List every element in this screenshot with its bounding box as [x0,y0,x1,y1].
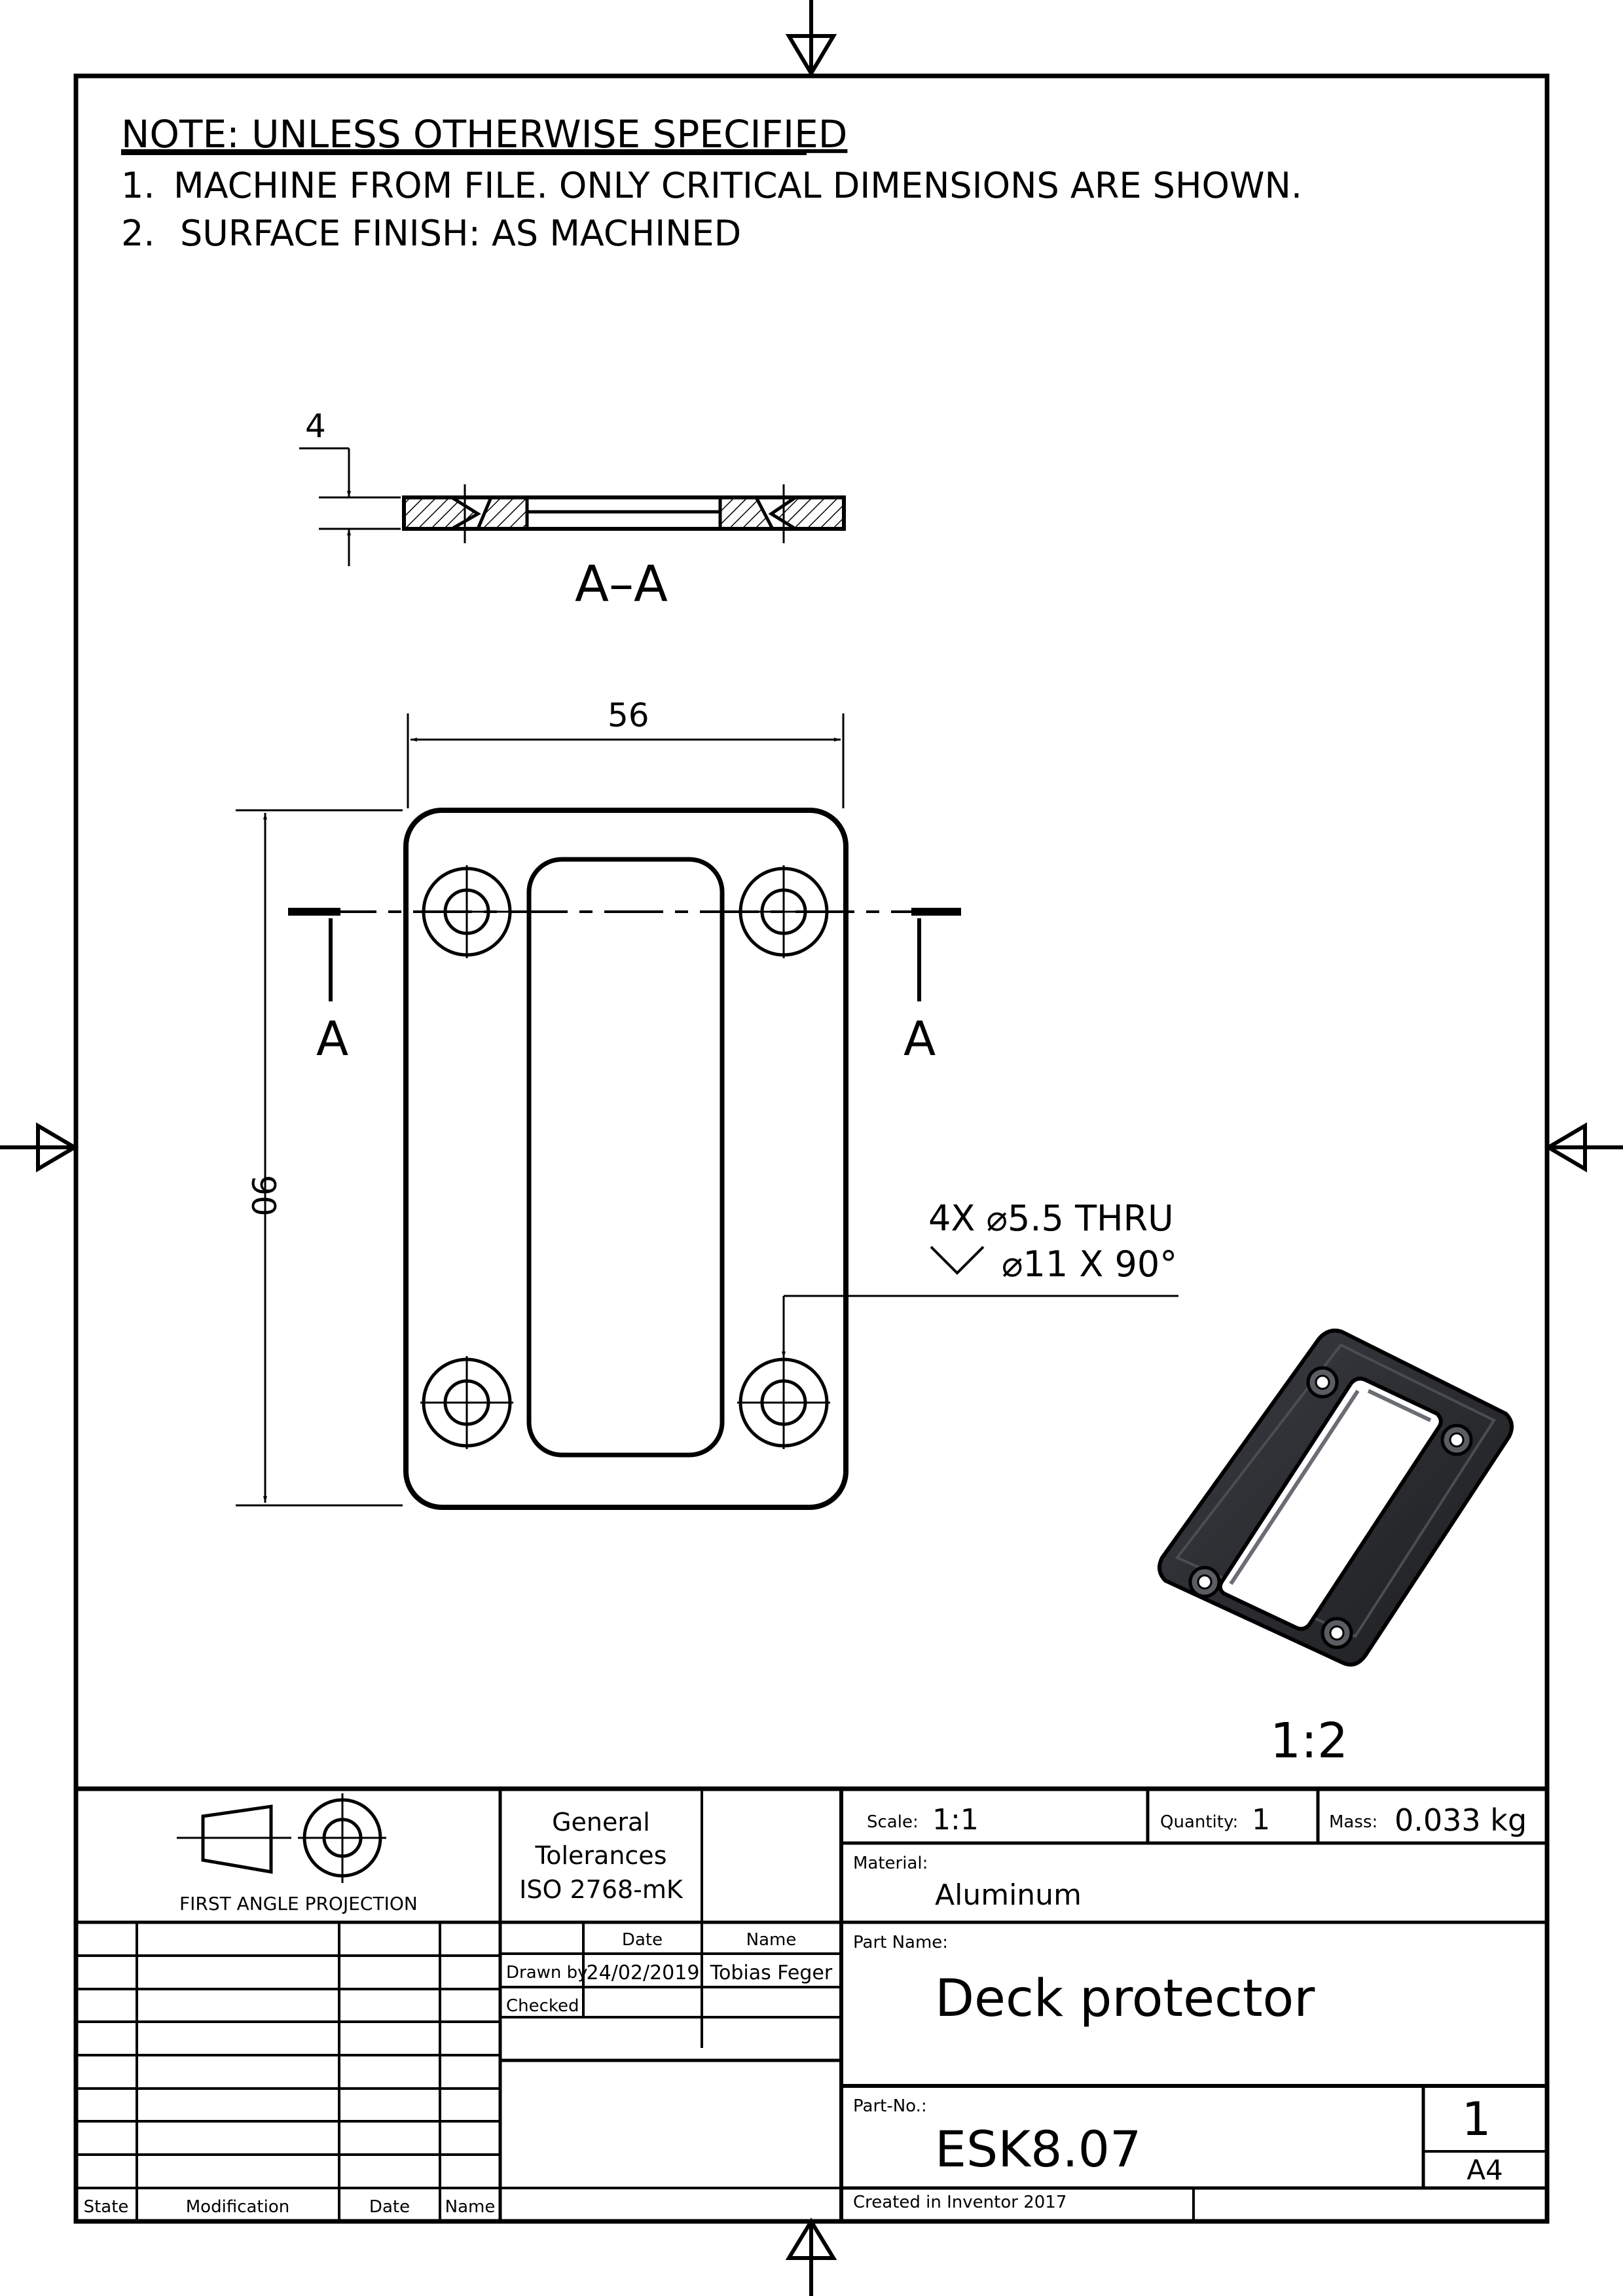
first-angle-projection-symbol [177,1793,386,1883]
revision-header-date: Date [369,2197,410,2217]
countersink-symbol [930,1246,985,1275]
checked-label: Checked [506,1996,579,2016]
hole-bottom-left [420,1356,513,1449]
plate-outline [403,808,848,1510]
tolerances-line1: General [552,1808,650,1837]
note-1-number: 1. [121,165,155,206]
sheet-size: A4 [1467,2154,1503,2186]
hole-callout-line2: ⌀11 X 90° [1002,1244,1177,1285]
tolerances-line3: ISO 2768-mK [519,1875,684,1904]
centering-mark-top [785,0,837,77]
revision-header-state: State [84,2197,129,2217]
title-block [76,1786,1547,2221]
part-no-value: ESK8.07 [935,2120,1141,2178]
plan-view [236,713,1178,1510]
scale-value: 1:1 [932,1803,979,1837]
part-no-label: Part-No.: [853,2096,927,2116]
section-marker-right: A [903,1011,936,1066]
note-1-text: MACHINE FROM FILE. ONLY CRITICAL DIMENSI… [173,165,1302,206]
drawn-date: 24/02/2019 [587,1962,700,1984]
isometric-render [1158,1329,1514,1667]
plan-width-dim: 56 [608,696,649,734]
revision-header-name: Name [445,2197,496,2217]
section-view-a-a [299,447,846,566]
part-name-value: Deck protector [935,1969,1315,2028]
mass-value: 0.033 kg [1395,1803,1527,1838]
plan-height-dim: 90 [244,1175,282,1217]
centering-mark-bottom [785,2217,837,2296]
section-marker-left: A [316,1011,348,1066]
section-thickness-dim: 4 [305,407,326,445]
tolerances-line2: Tolerances [534,1841,666,1870]
section-view-label: A–A [575,554,668,613]
scale-label: Scale: [867,1812,919,1832]
note-2-number: 2. [121,213,155,254]
mass-label: Mass: [1329,1812,1377,1832]
centering-mark-left [0,1122,79,1173]
plate-inner-opening [526,857,725,1458]
date-header: Date [622,1930,663,1950]
drawn-by-label: Drawn by [506,1963,588,1982]
sheet-number: 1 [1462,2092,1491,2146]
hole-callout-line1: 4X ⌀5.5 THRU [928,1198,1174,1239]
iso-scale-label: 1:2 [1270,1713,1348,1769]
note-2-text: SURFACE FINISH: AS MACHINED [180,213,741,254]
drawn-name: Tobias Feger [710,1962,833,1984]
quantity-value: 1 [1252,1803,1270,1837]
part-name-label: Part Name: [853,1933,948,1952]
created-in-label: Created in Inventor 2017 [853,2193,1067,2212]
material-value: Aluminum [935,1878,1082,1912]
name-header: Name [746,1930,797,1950]
notes-heading: NOTE: UNLESS OTHERWISE SPECIFIED [121,112,847,156]
hole-bottom-right [737,1356,830,1449]
centering-mark-right [1544,1122,1623,1173]
quantity-label: Quantity: [1160,1812,1238,1832]
material-label: Material: [853,1854,928,1873]
projection-label: FIRST ANGLE PROJECTION [179,1893,418,1914]
revision-header-modification: Modification [186,2197,289,2217]
